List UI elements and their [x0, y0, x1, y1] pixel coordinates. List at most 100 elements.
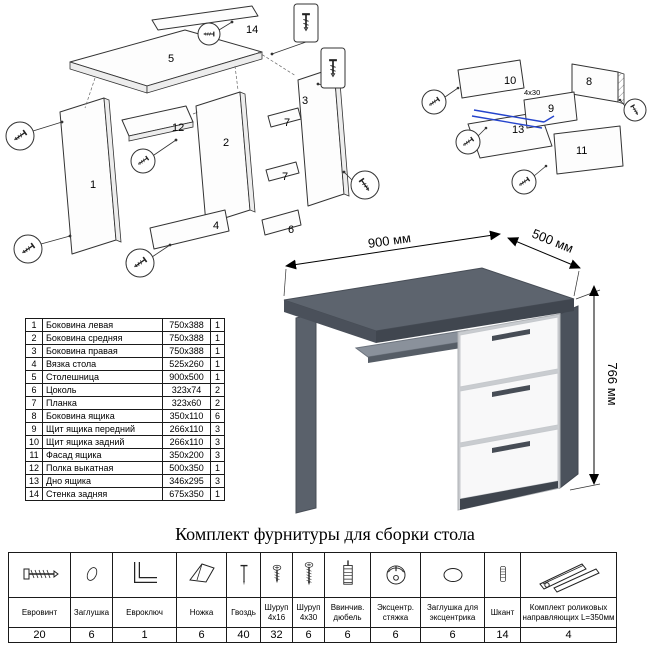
parts-table-row: 2 Боковина средняя 750x388 1 [24, 331, 226, 345]
parts-table-row: 8 Боковина ящика 350x110 6 [24, 409, 226, 423]
hardware-qty-row: 20 6 1 6 40 32 6 6 6 6 14 4 [8, 627, 617, 643]
part-label-12: 12 [172, 122, 184, 134]
part-number-cell: 11 [24, 448, 44, 462]
hardware-qty: 6 [324, 627, 371, 643]
hardware-icon-cell [324, 552, 371, 598]
height-dimension-label: 766 мм [605, 362, 620, 405]
hardware-name: Шкант [484, 597, 521, 628]
hardware-name: Евровинт [8, 597, 71, 628]
part-qty-cell: 2 [210, 396, 226, 410]
part-label-2: 2 [223, 137, 229, 149]
assembled-desk-view: 900 мм 500 мм 766 мм [283, 226, 620, 514]
parts-table-row: 9 Щит ящика передний 266x110 3 [24, 422, 226, 436]
hardware-icon-cell [484, 552, 521, 598]
part-qty-cell: 1 [210, 370, 226, 384]
part-11-drawer-facade [553, 125, 624, 175]
part-2-middle-side [195, 91, 256, 225]
part-name-cell: Щит ящика передний [42, 422, 164, 436]
drawer-unit-side [559, 305, 579, 490]
alignment-dash-line [257, 51, 297, 77]
part-size-cell: 750x388 [162, 344, 212, 358]
part-size-cell: 323x74 [162, 383, 212, 397]
hardware-icon-cell [112, 552, 177, 598]
callout-bolt-detail [316, 47, 346, 89]
part-5-desktop [69, 29, 263, 94]
part-size-cell: 675x350 [162, 487, 212, 501]
depth-dimension-label: 500 мм [530, 226, 576, 256]
part-size-cell: 266x110 [162, 435, 212, 449]
part-10-drawer-back [457, 59, 525, 99]
hardware-name: Евроключ [112, 597, 177, 628]
alignment-dash-line [192, 111, 199, 115]
dowel-screw-icon [342, 560, 353, 585]
part-name-cell: Щит ящика задний [42, 435, 164, 449]
hardware-qty: 32 [260, 627, 293, 643]
part-number-cell: 12 [24, 461, 44, 475]
part-qty-cell: 1 [210, 331, 226, 345]
hardware-name: Ввинчив. дюбель [324, 597, 371, 628]
part-qty-cell: 3 [210, 422, 226, 436]
screw-size-note: 4x30 [524, 88, 540, 97]
hardware-name: Заглушка для эксцентрика [420, 597, 485, 628]
part-size-cell: 350x110 [162, 409, 212, 423]
callout-bolt-detail [270, 3, 319, 56]
drawer-slides-icon [538, 563, 600, 593]
dimension-depth: 500 мм [507, 226, 581, 269]
drawer-unit [457, 305, 579, 511]
parts-table-row: 6 Цоколь 323x74 2 [24, 383, 226, 397]
hardware-icon-cell [370, 552, 421, 598]
parts-table-row: 3 Боковина правая 750x388 1 [24, 344, 226, 358]
part-label-7b: 7 [282, 171, 288, 183]
hardware-qty: 6 [292, 627, 325, 643]
part-qty-cell: 2 [210, 383, 226, 397]
part-qty-cell: 3 [210, 474, 226, 488]
hardware-qty: 4 [520, 627, 617, 643]
parts-table-row: 10 Щит ящика задний 266x110 3 [24, 435, 226, 449]
part-number-cell: 8 [24, 409, 44, 423]
part-qty-cell: 1 [210, 344, 226, 358]
callout-screw-detail [197, 20, 234, 46]
part-size-cell: 750x388 [162, 331, 212, 345]
callout-screw-detail [13, 234, 72, 264]
alignment-dash-line [84, 77, 96, 109]
hardware-name: Шуруп 4х16 [260, 597, 293, 628]
part-name-cell: Полка выкатная [42, 461, 164, 475]
part-qty-cell: 3 [210, 435, 226, 449]
screw-long-icon [304, 562, 313, 586]
part-label-5: 5 [168, 53, 174, 65]
part-size-cell: 900x500 [162, 370, 212, 384]
hardware-icon-cell [520, 552, 617, 598]
callout-screw-detail [455, 126, 488, 155]
hardware-icon-cell [292, 552, 325, 598]
part-label-11: 11 [576, 145, 587, 157]
part-size-cell: 266x110 [162, 422, 212, 436]
part-number-cell: 7 [24, 396, 44, 410]
hardware-qty: 6 [176, 627, 227, 643]
hardware-icons-row [8, 552, 617, 598]
part-size-cell: 525x260 [162, 357, 212, 371]
alignment-dash-line [234, 65, 239, 91]
callout-screw-detail [125, 243, 172, 278]
part-name-cell: Дно ящика [42, 474, 164, 488]
screw-short-icon [272, 564, 281, 584]
part-qty-cell: 1 [210, 487, 226, 501]
part-size-cell: 500x350 [162, 461, 212, 475]
part-name-cell: Планка [42, 396, 164, 410]
nail-icon [240, 564, 247, 586]
part-size-cell: 350x200 [162, 448, 212, 462]
callout-screw-detail [130, 138, 178, 174]
euro-screw-icon [23, 568, 59, 580]
drawer-exploded-diagram: 10 8 4x30 9 13 11 [421, 59, 647, 195]
callout-screw-detail [421, 86, 460, 115]
hardware-icon-cell [226, 552, 261, 598]
parts-table-row: 14 Стенка задняя 675x350 1 [24, 487, 226, 501]
hardware-icon-cell [8, 552, 71, 598]
hardware-qty: 1 [112, 627, 177, 643]
part-number-cell: 9 [24, 422, 44, 436]
desk-left-side-panel [295, 312, 317, 514]
part-size-cell: 323x60 [162, 396, 212, 410]
parts-table-row: 5 Столешница 900x500 1 [24, 370, 226, 384]
hardware-qty: 20 [8, 627, 71, 643]
drawer-front-1 [459, 316, 559, 388]
roller-guide-rails [471, 109, 555, 129]
